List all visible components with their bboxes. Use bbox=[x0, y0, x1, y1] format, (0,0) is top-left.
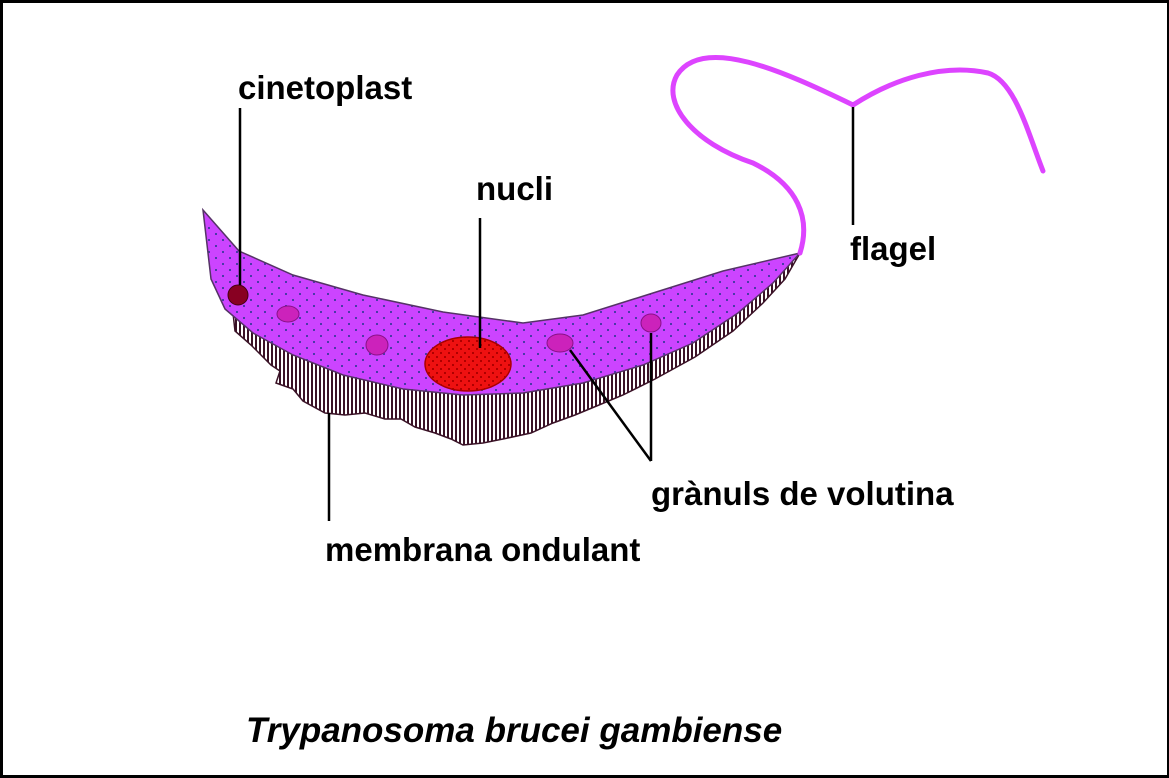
volutin-granule bbox=[547, 334, 573, 352]
volutin-granule bbox=[277, 306, 299, 322]
nucleus bbox=[425, 337, 511, 391]
label-cinetoplast: cinetoplast bbox=[238, 71, 412, 104]
kinetoplast bbox=[228, 285, 248, 305]
label-nucli: nucli bbox=[476, 172, 553, 205]
label-granuls-de-volutina: grànuls de volutina bbox=[651, 477, 954, 510]
species-title: Trypanosoma brucei gambiense bbox=[246, 713, 782, 748]
volutin-granule bbox=[641, 314, 661, 332]
trypanosoma-illustration bbox=[3, 3, 1169, 778]
label-flagel: flagel bbox=[850, 232, 936, 265]
flagellum bbox=[673, 57, 1043, 253]
label-membrana-ondulant: membrana ondulant bbox=[325, 533, 640, 566]
volutin-granule bbox=[366, 335, 388, 355]
